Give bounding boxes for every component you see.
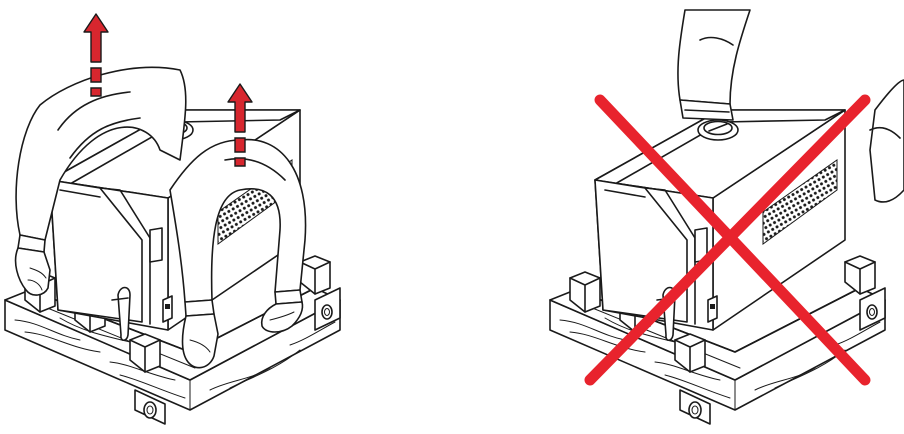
hand-icon bbox=[183, 314, 219, 368]
incorrect-lift-panel bbox=[550, 10, 904, 424]
top-arm bbox=[678, 10, 750, 120]
side-arm bbox=[870, 80, 904, 202]
hand-icon bbox=[16, 248, 50, 295]
correct-lift-panel bbox=[5, 14, 340, 424]
